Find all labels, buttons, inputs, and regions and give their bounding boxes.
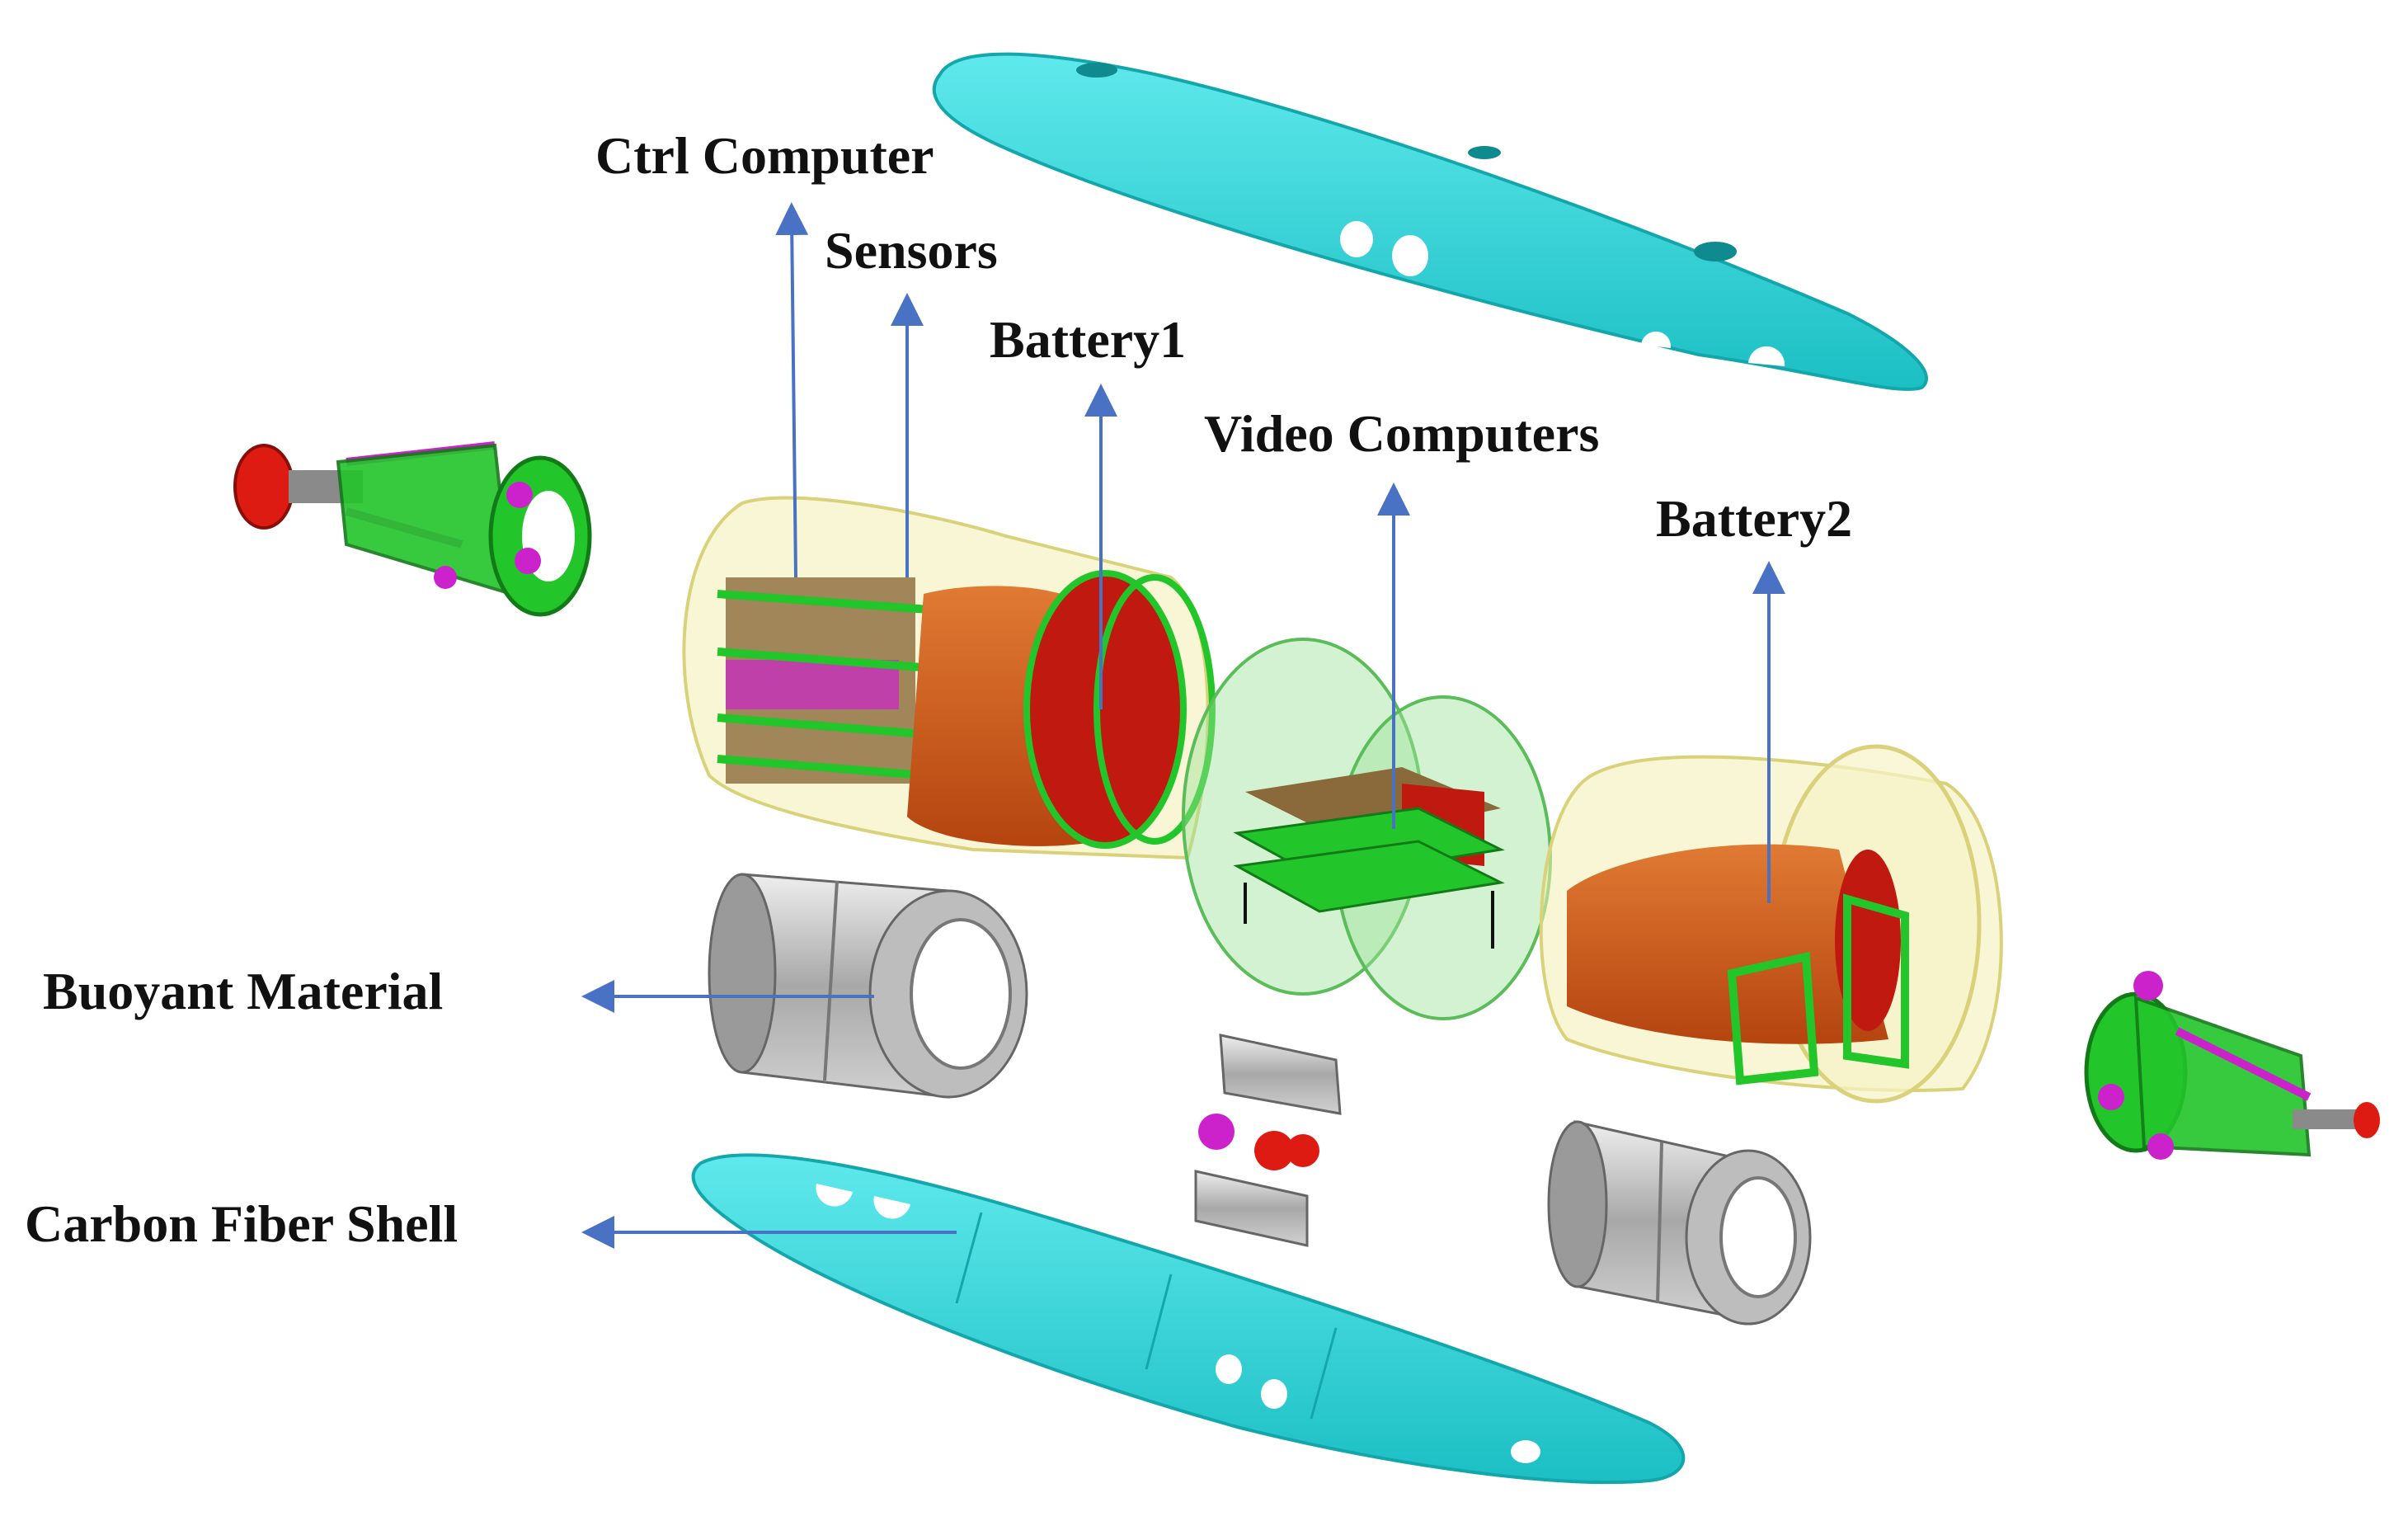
- buoyant-ring-left: [708, 873, 1028, 1099]
- label-carbon-fiber-shell: Carbon Fiber Shell: [25, 1194, 459, 1253]
- label-buoyant-material: Buoyant Material: [43, 962, 444, 1020]
- lower-shell: [691, 1153, 1686, 1485]
- label-battery2: Battery2: [1656, 489, 1853, 548]
- aft-segment: [1539, 744, 2003, 1104]
- tail-module: [2084, 971, 2380, 1160]
- label-video-computers: Video Computers: [1204, 404, 1600, 463]
- buoyant-ring-right: [1547, 1120, 1812, 1326]
- nose-module: [233, 441, 592, 617]
- forward-segment: [682, 496, 1216, 860]
- video-computer-segment: [1182, 638, 1552, 1020]
- label-sensors: Sensors: [825, 221, 998, 280]
- arrow-ctrl-computer: [775, 202, 809, 578]
- buoyant-ring-center: [1194, 1034, 1342, 1247]
- arrows: [581, 202, 1785, 1249]
- label-battery1: Battery1: [990, 310, 1187, 369]
- upper-shell: [932, 52, 1928, 391]
- label-ctrl-computer: Ctrl Computer: [595, 126, 934, 185]
